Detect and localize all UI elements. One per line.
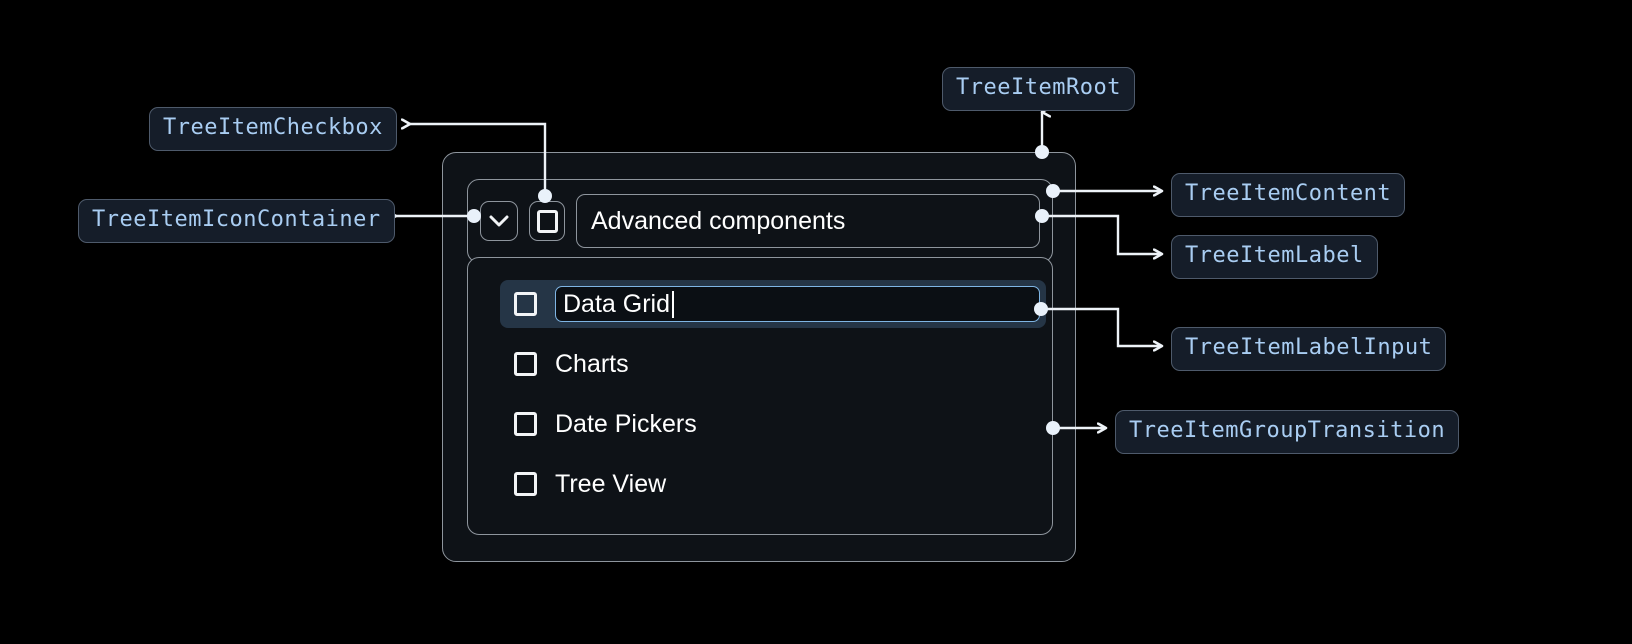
tree-item-checkbox-child[interactable]: [514, 412, 537, 436]
checkbox-box-icon: [536, 209, 558, 233]
tree-row[interactable]: Date Pickers: [500, 400, 1046, 448]
annotation-badge-tree-item-label: TreeItemLabel: [1171, 235, 1378, 279]
annotation-badge-tree-item-content: TreeItemContent: [1171, 173, 1406, 217]
tree-item-icon-container[interactable]: [480, 201, 518, 241]
tree-item-label-child: Tree View: [555, 469, 667, 498]
tree-item-label-text: Advanced components: [591, 206, 846, 235]
annotation-badge-tree-item-label-input: TreeItemLabelInput: [1171, 327, 1447, 371]
annotation-badge-tree-item-checkbox: TreeItemCheckbox: [149, 107, 397, 151]
tree-item-checkbox[interactable]: [529, 201, 565, 241]
tree-item-checkbox-child[interactable]: [514, 292, 537, 316]
tree-row[interactable]: Tree View: [500, 460, 1046, 508]
tree-item-checkbox-child[interactable]: [514, 352, 537, 376]
tree-row[interactable]: Data Grid: [500, 280, 1046, 328]
annotation-badge-tree-item-group-transition: TreeItemGroupTransition: [1115, 410, 1460, 454]
tree-item-label-child: Charts: [555, 349, 629, 378]
annotation-badge-tree-item-root: TreeItemRoot: [942, 67, 1135, 111]
tree-item-root[interactable]: Advanced components Data Grid Charts Dat…: [442, 152, 1076, 562]
tree-item-label-child: Date Pickers: [555, 409, 697, 438]
tree-item-checkbox-child[interactable]: [514, 472, 537, 496]
tree-item-label-input[interactable]: Data Grid: [555, 286, 1040, 322]
chevron-down-icon: [488, 214, 510, 228]
text-caret: [671, 290, 674, 318]
tree-item-label-input-value: Data Grid: [563, 289, 670, 318]
tree-item-label[interactable]: Advanced components: [576, 194, 1040, 248]
annotation-badge-tree-item-icon-container: TreeItemIconContainer: [78, 199, 395, 243]
tree-item-content[interactable]: Advanced components: [467, 179, 1053, 263]
tree-row[interactable]: Charts: [500, 340, 1046, 388]
tree-item-group-transition: Data Grid Charts Date Pickers Tree View: [467, 257, 1053, 535]
